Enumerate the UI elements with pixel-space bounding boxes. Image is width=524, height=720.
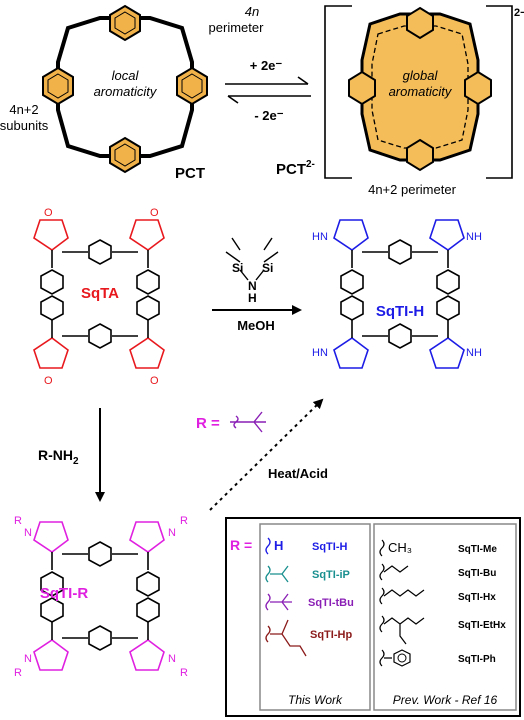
amine-reagent-label: R-NH2 <box>38 447 79 467</box>
prev-work-sqti-ethx: SqTI-EtHx <box>458 620 506 631</box>
benzene-ring-right <box>176 66 208 106</box>
sqti-r-structure <box>33 521 165 671</box>
prev-work-list: CH₃ SqTI-Me SqTI-Bu SqTI-Hx SqTI-EtHx Sq… <box>379 539 506 667</box>
redox-equilibrium-arrows <box>225 76 311 104</box>
benzene-ring-left <box>42 66 74 106</box>
oxidation-label: - 2e⁻ <box>254 108 283 123</box>
tbu-group-icon <box>230 411 266 433</box>
sqti-r-r-2: R <box>180 515 188 527</box>
sqti-h-hn-2: HN <box>312 347 328 359</box>
heat-acid-label: Heat/Acid <box>268 466 328 481</box>
reagent-si-1: Si <box>232 261 243 275</box>
sqti-h-nh-1: NH <box>466 231 482 243</box>
global-aromaticity-line2: aromaticity <box>389 84 453 99</box>
sqti-h-backbone <box>340 239 460 349</box>
reagent-n: N <box>248 279 257 293</box>
sqti-r-backbone <box>40 541 160 651</box>
sqti-h-nh-2: NH <box>466 347 482 359</box>
this-work-sqti-hp: SqTI-Hp <box>310 629 352 641</box>
phenyl-ring-icon <box>393 649 411 667</box>
dianion-charge: 2− <box>514 7 524 19</box>
prev-work-sqti-ph: SqTI-Ph <box>458 654 496 665</box>
prev-work-sqti-bu: SqTI-Bu <box>458 568 496 579</box>
sqta-o-3: O <box>44 375 53 387</box>
subunits-label-line1: 4n+2 <box>9 102 38 117</box>
perimeter-label-line1: 4n <box>245 4 259 19</box>
local-aromaticity-line2: aromaticity <box>94 84 158 99</box>
r-group-box <box>225 517 521 717</box>
pct-dianion-label: PCT2- <box>276 159 315 178</box>
this-work-sqti-tbu: SqTI-tBu <box>308 597 354 609</box>
benzene-ring-bottom <box>109 136 141 174</box>
perimeter-4n2-label: 4n+2 perimeter <box>368 182 456 197</box>
sqti-r-n-1: N <box>24 527 32 539</box>
sqti-h-label: SqTI-H <box>376 303 424 320</box>
this-work-list: H SqTI-H SqTI-iP SqTI-tBu SqTI-Hp <box>265 537 354 657</box>
pct-neutral-macrocycle <box>42 4 208 174</box>
sqta-o-2: O <box>150 207 159 219</box>
r-equals-label: R = <box>196 415 220 432</box>
local-aromaticity-line1: local <box>112 68 140 83</box>
sqta-label: SqTA <box>81 285 119 302</box>
conditions-label: MeOH <box>237 318 275 333</box>
heat-acid-arrow <box>209 398 324 511</box>
reagent-h: H <box>248 291 257 305</box>
pct-dianion-macrocycle <box>324 5 513 179</box>
sqti-r-n-2: N <box>168 527 176 539</box>
this-work-sqti-ip: SqTI-iP <box>312 569 350 581</box>
prev-work-sqti-hx: SqTI-Hx <box>458 592 496 603</box>
sqta-backbone <box>40 239 160 349</box>
perimeter-label-line2: perimeter <box>209 20 265 35</box>
sqta-o-1: O <box>44 207 53 219</box>
this-work-title: This Work <box>288 693 343 707</box>
benzene-ring-top <box>109 4 141 42</box>
this-work-h-sub: H <box>274 538 283 553</box>
reagent-si-2: Si <box>262 261 273 275</box>
sqti-r-n-4: N <box>168 653 176 665</box>
prev-work-ch3: CH₃ <box>388 540 412 555</box>
reduction-label: + 2e⁻ <box>250 58 283 73</box>
sqti-h-structure <box>333 219 465 369</box>
sqti-r-n-3: N <box>24 653 32 665</box>
pct-label: PCT <box>175 165 205 182</box>
box-r-equals: R = <box>230 537 252 553</box>
subunits-label-line2: subunits <box>0 118 49 133</box>
prev-work-title: Prev. Work - Ref 16 <box>393 693 498 707</box>
sqti-r-r-1: R <box>14 515 22 527</box>
sqta-structure <box>33 219 165 369</box>
sqti-h-hn-1: HN <box>312 231 328 243</box>
hmds-reagent <box>225 237 279 281</box>
prev-work-sqti-me: SqTI-Me <box>458 544 497 555</box>
sqti-r-r-3: R <box>14 667 22 679</box>
this-work-sqti-h: SqTI-H <box>312 541 347 553</box>
sqti-r-label: SqTI-R <box>40 585 88 602</box>
global-aromaticity-line1: global <box>403 68 439 83</box>
sqti-r-r-4: R <box>180 667 188 679</box>
sqta-o-4: O <box>150 375 159 387</box>
